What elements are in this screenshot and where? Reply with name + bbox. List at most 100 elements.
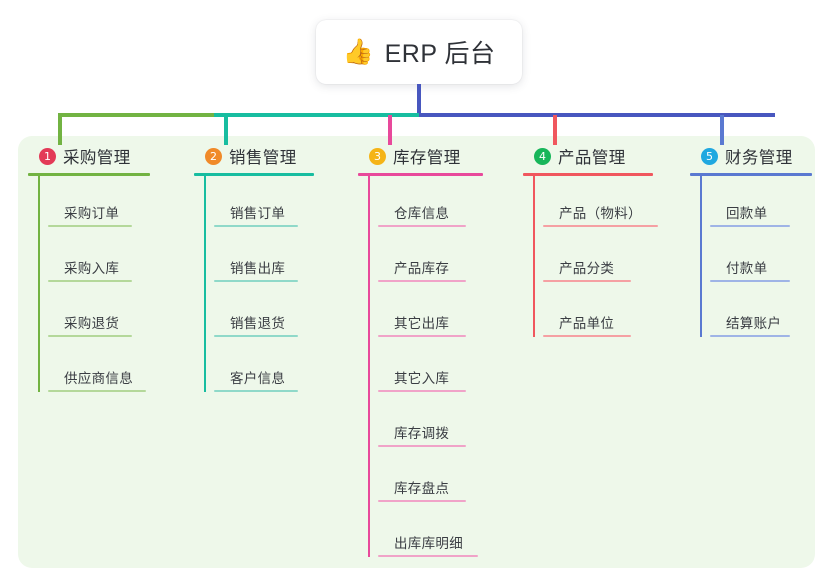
- leaf-label: 出库库明细: [394, 536, 463, 551]
- leaf-node[interactable]: 销售订单: [204, 176, 344, 231]
- root-stem-connector: [417, 84, 421, 114]
- leaf-underline: [214, 390, 298, 392]
- leaf-node[interactable]: 供应商信息: [38, 341, 178, 396]
- root-node[interactable]: 👍 ERP 后台: [316, 20, 522, 84]
- leaf-label: 库存盘点: [394, 481, 450, 496]
- branch-number-badge: 1: [39, 147, 56, 165]
- branch-children: 采购订单采购入库采购退货供应商信息: [28, 176, 178, 396]
- leaf-underline: [48, 280, 132, 282]
- branch-underline: [28, 173, 150, 176]
- branch-header-销售管理[interactable]: 2 销售管理: [194, 144, 344, 168]
- branch-header-库存管理[interactable]: 3 库存管理: [358, 144, 513, 168]
- leaf-underline: [378, 445, 466, 447]
- branch-label: 销售管理: [229, 149, 297, 167]
- leaf-node[interactable]: 仓库信息: [368, 176, 513, 231]
- branch-underline: [690, 173, 812, 176]
- leaf-node[interactable]: 客户信息: [204, 341, 344, 396]
- leaf-label: 库存调拨: [394, 426, 450, 441]
- branch-children: 回款单付款单结算账户: [690, 176, 839, 341]
- leaf-label: 采购入库: [64, 261, 120, 276]
- thumbs-up-icon: 👍: [342, 37, 374, 66]
- leaf-node[interactable]: 库存盘点: [368, 451, 513, 506]
- leaf-node[interactable]: 销售出库: [204, 231, 344, 286]
- leaf-label: 销售订单: [230, 206, 286, 221]
- branch-label: 财务管理: [725, 149, 793, 167]
- leaf-label: 销售出库: [230, 261, 286, 276]
- branch-header-采购管理[interactable]: 1 采购管理: [28, 144, 178, 168]
- leaf-label: 采购退货: [64, 316, 120, 331]
- branch-column-财务管理: 5 财务管理回款单付款单结算账户: [690, 144, 839, 341]
- leaf-label: 销售退货: [230, 316, 286, 331]
- leaf-label: 结算账户: [726, 316, 782, 331]
- branch-children: 产品（物料） 产品分类产品单位: [523, 176, 683, 341]
- leaf-underline: [378, 500, 466, 502]
- leaf-label: 其它出库: [394, 316, 450, 331]
- branch-column-销售管理: 2 销售管理销售订单销售出库销售退货客户信息: [194, 144, 344, 396]
- leaf-node[interactable]: 库存调拨: [368, 396, 513, 451]
- branch-spine-connector: [38, 176, 40, 392]
- branch-number-badge: 4: [534, 147, 551, 165]
- leaf-node[interactable]: 其它入库: [368, 341, 513, 396]
- leaf-node[interactable]: 付款单: [700, 231, 839, 286]
- branch-spine-connector: [700, 176, 702, 337]
- leaf-node[interactable]: 销售退货: [204, 286, 344, 341]
- branch-drop-connector-1: [58, 115, 62, 145]
- branch-spine-connector: [368, 176, 370, 557]
- leaf-label: 产品（物料）: [559, 206, 642, 221]
- leaf-node[interactable]: 产品库存: [368, 231, 513, 286]
- leaf-underline: [378, 280, 466, 282]
- branch-drop-connector-5: [720, 115, 724, 145]
- leaf-node[interactable]: 采购入库: [38, 231, 178, 286]
- branch-label: 产品管理: [558, 149, 626, 167]
- leaf-label: 回款单: [726, 206, 768, 221]
- branch-drop-connector-2: [224, 115, 228, 145]
- leaf-label: 产品单位: [559, 316, 615, 331]
- leaf-label: 产品分类: [559, 261, 615, 276]
- branch-column-产品管理: 4 产品管理产品（物料） 产品分类产品单位: [523, 144, 683, 341]
- leaf-node[interactable]: 产品单位: [533, 286, 683, 341]
- leaf-underline: [378, 335, 466, 337]
- leaf-node[interactable]: 结算账户: [700, 286, 839, 341]
- trunk-segment-green: [58, 113, 214, 117]
- branch-label: 库存管理: [393, 149, 461, 167]
- leaf-node[interactable]: 产品（物料）: [533, 176, 683, 231]
- branch-number-badge: 3: [369, 147, 386, 165]
- leaf-node[interactable]: 产品分类: [533, 231, 683, 286]
- leaf-underline: [378, 555, 478, 557]
- branch-drop-connector-4: [553, 115, 557, 145]
- branch-column-库存管理: 3 库存管理仓库信息产品库存其它出库其它入库库存调拨库存盘点出库库明细: [358, 144, 513, 561]
- branch-underline: [523, 173, 653, 176]
- branches-panel: [18, 136, 815, 568]
- leaf-underline: [378, 390, 466, 392]
- branch-children: 销售订单销售出库销售退货客户信息: [194, 176, 344, 396]
- branch-header-产品管理[interactable]: 4 产品管理: [523, 144, 683, 168]
- branch-header-财务管理[interactable]: 5 财务管理: [690, 144, 839, 168]
- leaf-label: 其它入库: [394, 371, 450, 386]
- branch-underline: [194, 173, 314, 176]
- leaf-node[interactable]: 回款单: [700, 176, 839, 231]
- leaf-underline: [214, 225, 298, 227]
- branch-drop-connector-3: [388, 115, 392, 145]
- branch-underline: [358, 173, 483, 176]
- trunk-segment-teal: [214, 113, 419, 117]
- leaf-node[interactable]: 出库库明细: [368, 506, 513, 561]
- branch-number-badge: 2: [205, 147, 222, 165]
- trunk-segment-blue: [419, 113, 775, 117]
- leaf-underline: [543, 335, 631, 337]
- leaf-label: 供应商信息: [64, 371, 133, 386]
- leaf-underline: [48, 225, 132, 227]
- leaf-underline: [48, 335, 132, 337]
- branch-label: 采购管理: [63, 149, 131, 167]
- leaf-underline: [543, 225, 658, 227]
- leaf-label: 客户信息: [230, 371, 286, 386]
- branch-number-badge: 5: [701, 147, 718, 165]
- branch-children: 仓库信息产品库存其它出库其它入库库存调拨库存盘点出库库明细: [358, 176, 513, 561]
- leaf-node[interactable]: 采购订单: [38, 176, 178, 231]
- leaf-label: 产品库存: [394, 261, 450, 276]
- leaf-underline: [543, 280, 631, 282]
- branch-spine-connector: [533, 176, 535, 337]
- leaf-node[interactable]: 采购退货: [38, 286, 178, 341]
- leaf-underline: [378, 225, 466, 227]
- leaf-node[interactable]: 其它出库: [368, 286, 513, 341]
